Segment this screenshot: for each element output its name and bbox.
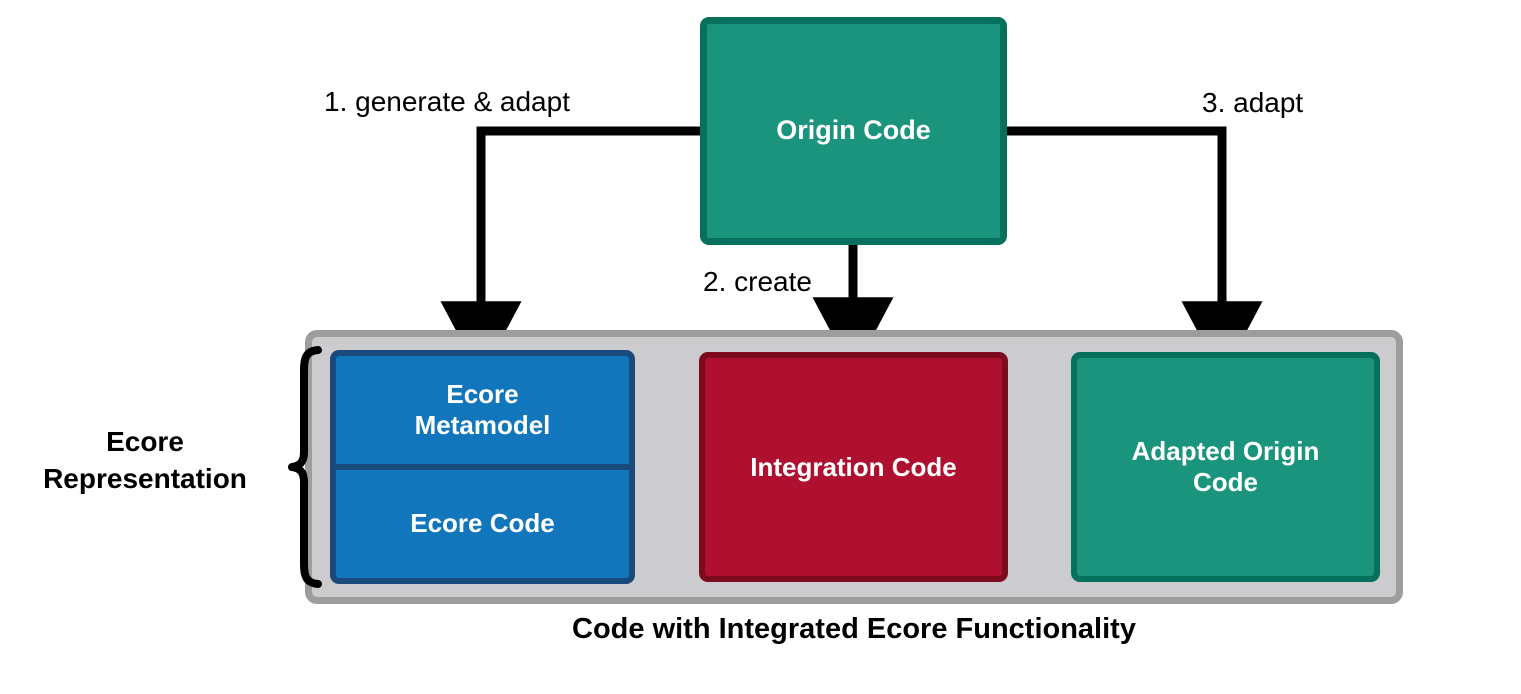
ecore-metamodel-line1: Ecore (446, 378, 519, 409)
arrow-adapt (1007, 126, 1263, 378)
node-adapted-origin-code[interactable]: Adapted Origin Code (1071, 352, 1380, 582)
arrow-generate-adapt (440, 126, 700, 378)
node-ecore-box[interactable]: Ecore Metamodel Ecore Code (330, 350, 635, 584)
node-origin-code[interactable]: Origin Code (700, 17, 1007, 245)
node-integration-code[interactable]: Integration Code (699, 352, 1008, 582)
edge-label-create: 2. create (703, 266, 812, 297)
ecore-representation-line1: Ecore (106, 426, 184, 457)
ecore-metamodel-line2: Metamodel (414, 410, 551, 440)
adapted-origin-line1: Adapted Origin (1131, 436, 1320, 467)
ecore-representation-line2: Representation (43, 462, 247, 494)
edge-label-adapt: 3. adapt (1202, 87, 1304, 118)
ecore-representation-label: Ecore Representation (16, 424, 274, 498)
edge-label-generate-adapt: 1. generate & adapt (324, 86, 570, 117)
node-ecore-code[interactable]: Ecore Code (410, 508, 555, 539)
adapted-origin-line2: Code (1193, 467, 1258, 497)
node-ecore-metamodel[interactable]: Ecore Metamodel (336, 356, 629, 470)
container-caption: Code with Integrated Ecore Functionality (572, 613, 1136, 645)
curly-brace-icon (288, 346, 322, 588)
